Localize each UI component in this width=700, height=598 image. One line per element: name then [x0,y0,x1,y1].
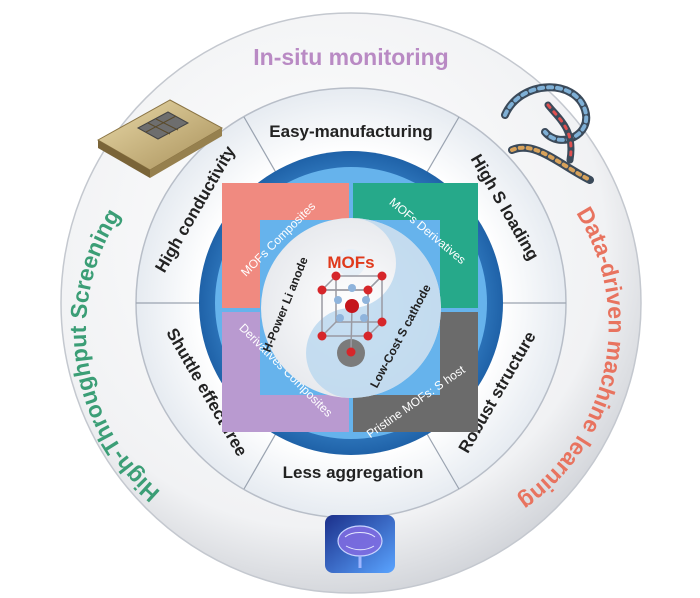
mof-atoms [317,271,387,357]
segment-pristine-mofs [353,312,478,432]
segment-derivatives-composites [222,312,349,432]
property-easy-manufacturing: Easy-manufacturing [269,122,432,141]
nanotube-icon [501,83,594,184]
property-less-aggregation: Less aggregation [283,463,424,482]
brain-icon [325,515,395,573]
chip-icon [96,99,224,178]
segment-mofs-derivatives [353,183,478,308]
core-dot-top [337,249,365,277]
outer-label-top: In-situ monitoring [253,44,448,70]
core-title: MOFs [327,253,374,272]
segment-mofs-composites [222,183,349,308]
